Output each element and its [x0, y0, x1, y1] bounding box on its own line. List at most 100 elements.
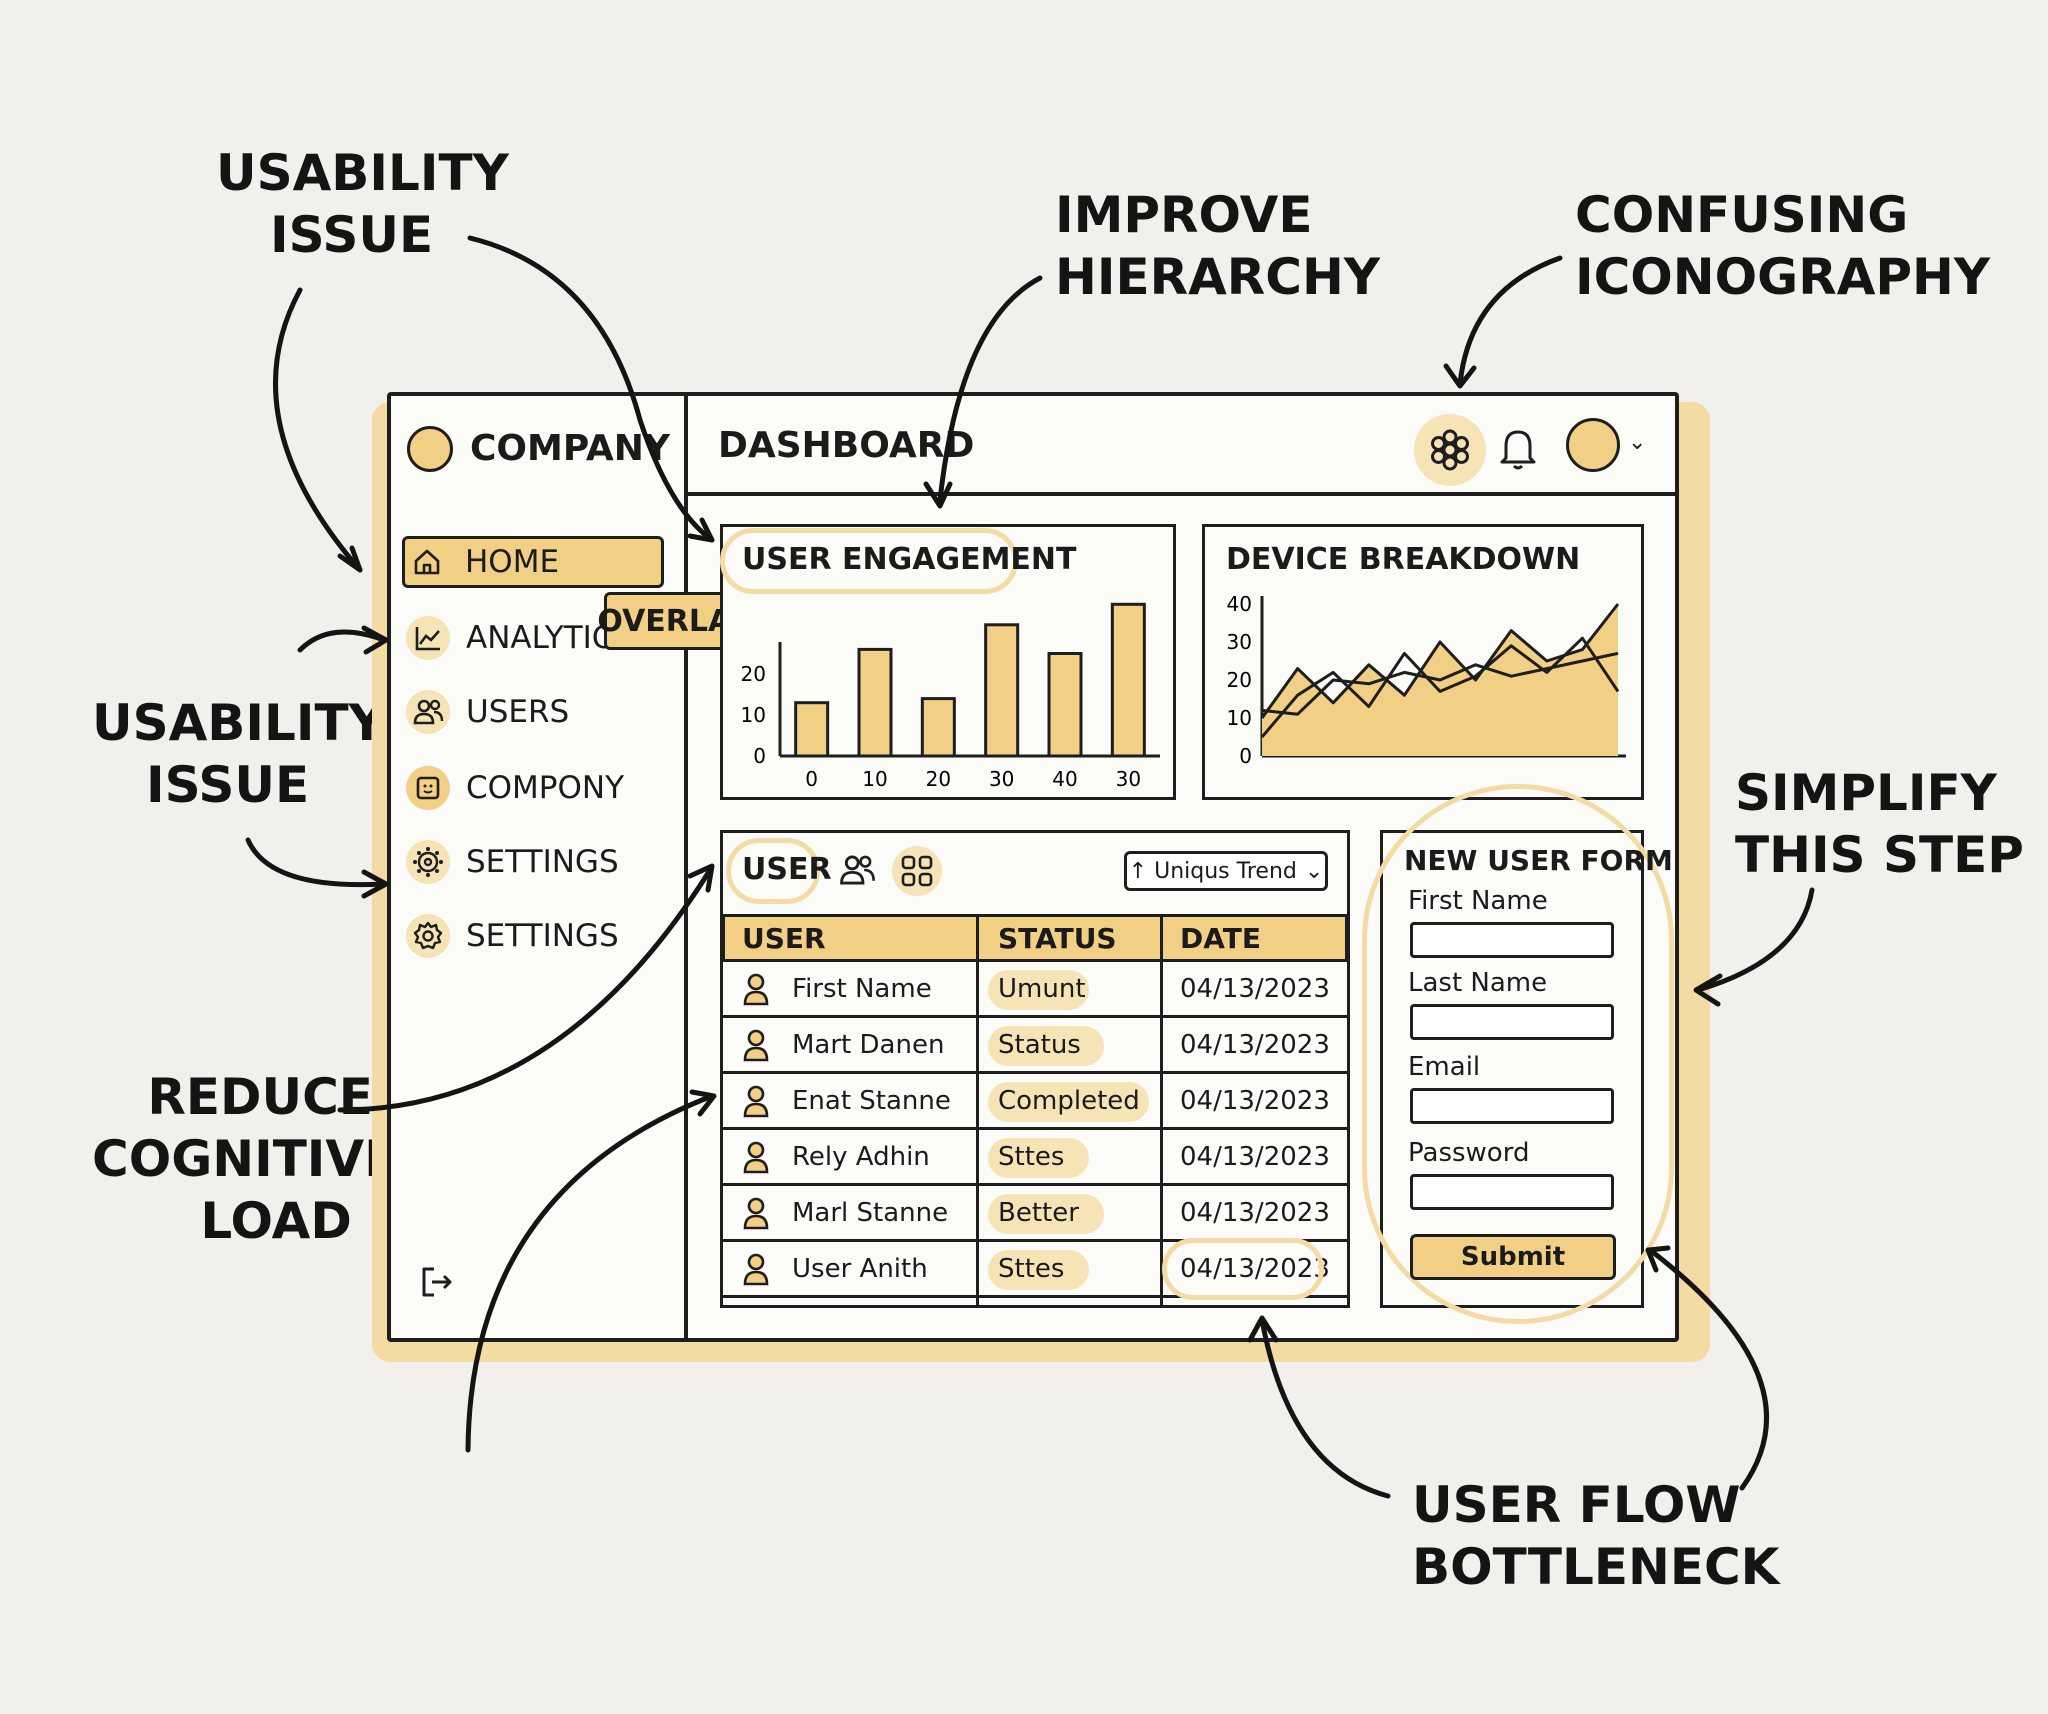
engagement-y-tick: 10 — [741, 703, 766, 727]
table-row[interactable] — [722, 1186, 1348, 1242]
user-name: Rely Adhin — [792, 1142, 930, 1172]
device-series-line — [1260, 636, 1620, 738]
status-badge — [988, 1194, 1104, 1234]
annotation-reduce-cognitive-load: REDUCE COGNITIVE LOAD — [92, 1068, 399, 1250]
annotation-usability-issue-top: USABILITY ISSUE — [216, 144, 509, 264]
logout-icon[interactable] — [418, 1264, 454, 1300]
engagement-bar — [1110, 602, 1146, 758]
status-text: Better — [998, 1198, 1079, 1228]
company-logo — [407, 426, 453, 472]
chevron-down-icon: ⌄ — [1304, 858, 1324, 884]
status-badge — [988, 1250, 1089, 1290]
column-header-status: STATUS — [998, 922, 1117, 955]
annotation-simplify-step: SIMPLIFY THIS STEP — [1735, 764, 2024, 884]
form-title: NEW USER FORM — [1404, 844, 1673, 877]
device-y-tick: 40 — [1227, 592, 1252, 616]
device-y-tick: 10 — [1227, 706, 1252, 730]
sidebar-item-label: SETTINGS — [466, 844, 619, 880]
table-row[interactable] — [722, 1242, 1348, 1298]
column-header-user: USER — [742, 922, 826, 955]
table-header — [722, 914, 1348, 962]
tab-user[interactable]: USER — [742, 852, 832, 887]
engagement-y-tick: 0 — [753, 744, 766, 768]
avatar[interactable] — [1566, 418, 1620, 472]
status-text: Sttes — [998, 1142, 1065, 1172]
first-name-field[interactable] — [1410, 922, 1614, 958]
engagement-x-tick: 20 — [926, 767, 951, 791]
date-highlight — [1162, 1238, 1324, 1300]
chevron-down-icon[interactable]: ⌄ — [1628, 430, 1647, 455]
sidebar-item-home[interactable]: HOME — [402, 536, 664, 588]
sidebar-item-settings-2[interactable]: SETTINGS — [406, 910, 668, 962]
bell-icon[interactable] — [1496, 424, 1540, 472]
user-name: User Anith — [792, 1254, 928, 1284]
email-field[interactable] — [1410, 1088, 1614, 1124]
email-label: Email — [1408, 1052, 1481, 1082]
last-name-field[interactable] — [1410, 1004, 1614, 1040]
date-text: 04/13/2023 — [1180, 1198, 1330, 1228]
engagement-bar — [857, 647, 893, 758]
sidebar-divider — [684, 392, 688, 1342]
date-text: 04/13/2023 — [1180, 974, 1330, 1004]
sidebar-item-compony[interactable]: COMPONY — [406, 762, 668, 814]
submit-button[interactable]: Submit — [1410, 1234, 1616, 1280]
date-text: 04/13/2023 — [1180, 1030, 1330, 1060]
column-divider — [976, 914, 979, 1306]
sort-dropdown[interactable]: ↑ Uniqus Trend ⌄ — [1124, 851, 1328, 891]
last-name-label: Last Name — [1408, 968, 1548, 998]
sidebar-item-label: USERS — [466, 694, 570, 730]
status-text: Umunt — [998, 974, 1086, 1004]
users-icon[interactable] — [838, 852, 876, 892]
device-y-tick: 0 — [1239, 744, 1252, 768]
bell-icon-glyph — [1500, 430, 1536, 470]
engagement-x-tick: 10 — [862, 767, 887, 791]
grid-icon[interactable] — [892, 846, 942, 896]
annotation-confusing-iconography: CONFUSING ICONOGRAPHY — [1575, 186, 1991, 306]
device-series-line — [1261, 651, 1619, 716]
sidebar-item-users[interactable]: USERS — [406, 686, 668, 738]
status-badge — [988, 1082, 1149, 1122]
sidebar-item-settings-1[interactable]: SETTINGS — [406, 836, 668, 888]
gear-icon[interactable] — [1414, 414, 1486, 486]
table-row[interactable] — [722, 1074, 1348, 1130]
engagement-bar — [794, 701, 830, 758]
user-name: Mart Danen — [792, 1030, 945, 1060]
engagement-bar — [920, 697, 956, 758]
status-text: Completed — [998, 1086, 1140, 1116]
user-tab-highlight — [726, 838, 820, 904]
date-text: 04/13/2023 — [1180, 1086, 1330, 1116]
home-icon — [405, 540, 449, 584]
annotation-user-flow-bottleneck: USER FLOW BOTTLENECK — [1412, 1476, 1780, 1596]
date-text: 04/13/2023 — [1180, 1142, 1330, 1172]
table-row[interactable] — [722, 962, 1348, 1018]
settings-dots-icon — [406, 840, 450, 884]
face-square-icon — [406, 766, 450, 810]
engagement-bar — [984, 623, 1020, 758]
engagement-x-tick: 30 — [989, 767, 1014, 791]
table-row[interactable] — [722, 1130, 1348, 1186]
table-row[interactable] — [722, 1018, 1348, 1074]
user-icon — [742, 1028, 770, 1066]
password-field[interactable] — [1410, 1174, 1614, 1210]
engagement-x-tick: 40 — [1052, 767, 1077, 791]
sidebar-item-label: HOME — [465, 544, 560, 580]
topbar-divider — [688, 492, 1679, 496]
engagement-bar — [1047, 652, 1083, 758]
user-icon — [742, 1252, 770, 1290]
device-title: DEVICE BREAKDOWN — [1226, 542, 1581, 577]
engagement-x-tick: 30 — [1116, 767, 1141, 791]
annotation-improve-hierarchy: IMPROVE HIERARCHY — [1055, 186, 1381, 306]
status-badge — [988, 1138, 1089, 1178]
sidebar-item-analytic[interactable]: ANALYTIC — [406, 612, 668, 664]
page-title: DASHBOARD — [718, 425, 975, 466]
status-text: Status — [998, 1030, 1081, 1060]
password-label: Password — [1408, 1138, 1530, 1168]
user-name: Enat Stanne — [792, 1086, 951, 1116]
user-icon — [742, 1196, 770, 1234]
column-header-date: DATE — [1180, 922, 1261, 955]
users-icon — [406, 690, 450, 734]
gear-icon-glyph — [1431, 429, 1469, 471]
status-badge — [988, 1026, 1104, 1066]
